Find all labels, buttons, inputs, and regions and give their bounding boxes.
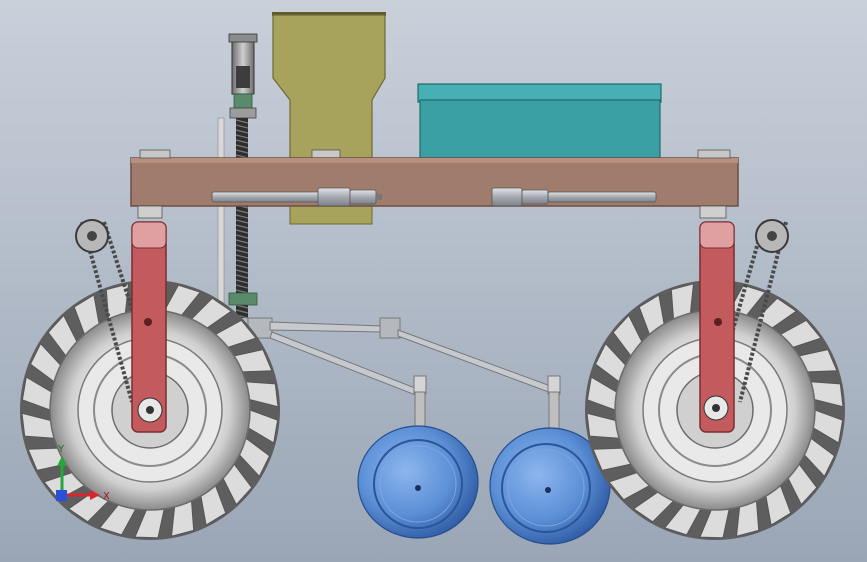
tire-tread-right [586,281,844,539]
swing-arm-left [131,221,167,433]
triad-y-arrow [57,456,67,466]
gauge-wheel-left [357,425,479,539]
triad-x-arrow [90,490,100,500]
swing-arm-right [699,221,735,433]
screw-thread [235,284,249,289]
gauge-wheel-right [489,427,611,545]
screw-thread [235,209,249,214]
hydraulic-cylinder-right [491,187,657,207]
triad-y-label: Y [57,444,65,455]
screw-thread [235,219,249,224]
screw-thread [235,279,249,284]
triad-z-axis [56,490,67,501]
screw-thread [235,234,249,239]
screw-thread [235,224,249,229]
screw-thread [235,149,249,154]
coordinate-triad: Y X [56,444,110,502]
screw-thread [235,139,249,144]
screw-thread [235,124,249,129]
fertilizer-box [417,83,662,159]
screw-thread [235,309,249,314]
screw-thread [235,259,249,264]
screw-thread [235,119,249,124]
screw-thread [235,144,249,149]
screw-thread [235,229,249,234]
screw-thread [235,129,249,134]
screw-thread [235,269,249,274]
screw-thread [235,244,249,249]
screw-thread [235,264,249,269]
screw-thread [235,304,249,309]
hydraulic-cylinder-left [211,187,382,207]
triad-x-label: X [103,491,110,502]
screw-thread [235,274,249,279]
screw-thread [235,134,249,139]
screw-thread [235,289,249,294]
screw-thread [235,239,249,244]
screw-thread [235,254,249,259]
screw-thread [235,214,249,219]
screw-thread [235,249,249,254]
